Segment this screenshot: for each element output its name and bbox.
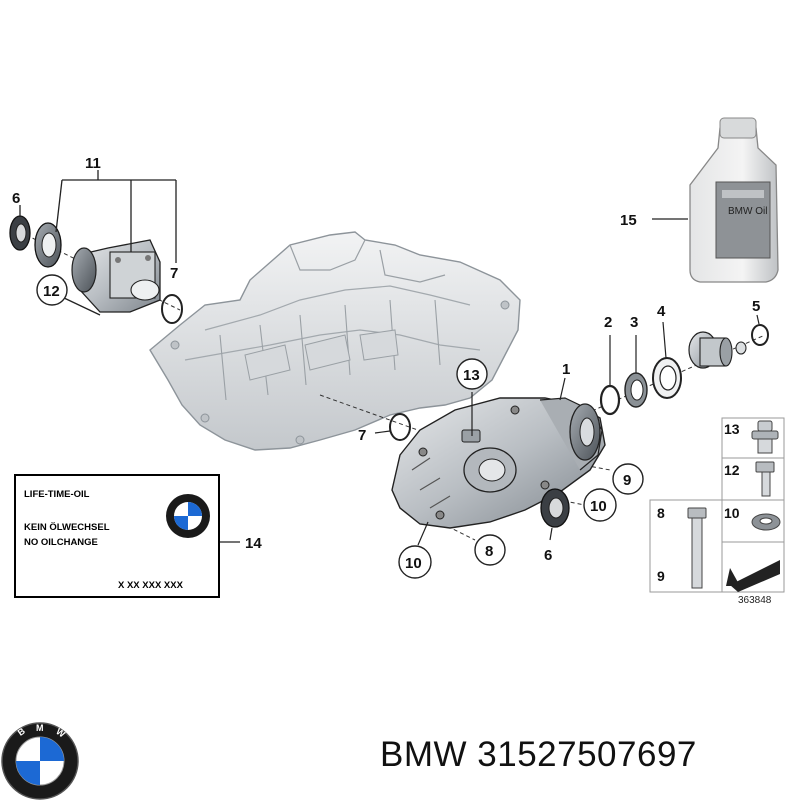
callout-3: 3 [630,314,638,331]
legend-13: 13 [724,421,740,437]
legend-10: 10 [724,505,740,521]
callout-10-bottom-circle: 10 [398,545,432,579]
callout-14: 14 [245,535,262,552]
callout-10-right-circle: 10 [583,488,617,522]
callout-1-leader [559,377,566,401]
oil-bottle-label: BMW Oil [728,206,767,217]
callout-10-right: 10 [590,498,607,515]
legend-12: 12 [724,462,740,478]
flange-part-11 [71,239,161,313]
sticker-line-1: LIFE-TIME-OIL [24,489,90,500]
shaft-seal-6-bottom [540,488,570,541]
ring-3 [624,335,648,408]
reference-arrow-icon [726,560,780,592]
sticker-bmw-logo-icon [166,494,210,538]
callout-7-top: 7 [170,265,178,282]
sticker-line-2: KEIN ÖLWECHSEL [24,522,110,533]
circlip-5 [751,314,769,346]
diagram-code: 363848 [738,595,772,606]
callout-9: 9 [623,472,631,489]
screw-12-icon [755,461,775,497]
callout-1: 1 [562,361,570,378]
callout-13-circle: 13 [456,358,488,390]
oil-bottle-15: BMW Oil [689,117,779,283]
callout-8: 8 [485,543,493,560]
legend-9: 9 [657,568,665,584]
o-ring-7-top [161,294,183,324]
ring-2 [599,335,621,416]
callout-2: 2 [604,314,612,331]
sticker-line-3: NO OILCHANGE [24,537,98,548]
callout-5: 5 [752,298,760,315]
callout-8-circle: 8 [474,534,506,566]
washer-10-icon [751,513,781,531]
bolt-8-icon [687,507,707,589]
bmw-logo-icon: B M W [1,722,79,800]
sticker-line-4: X XX XXX XXX [118,580,183,591]
brand-part-number: BMW 31527507697 [380,735,697,774]
shaft-seal-6-top [9,215,31,251]
output-flange-part [688,331,747,369]
callout-6-bottom: 6 [544,547,552,564]
callout-12: 12 [43,283,60,300]
callout-4: 4 [657,303,666,320]
bearing-part [34,222,62,268]
callout-11-bracket [19,170,177,316]
callout-6-top: 6 [12,190,20,207]
callout-15: 15 [620,212,637,229]
callout-9-circle: 9 [612,463,644,495]
callout-10-bottom: 10 [405,555,422,572]
callout-12-circle: 12 [36,274,68,306]
callout-7-mid: 7 [358,427,366,444]
plug-13-icon [751,420,779,454]
o-ring-7-mid [374,413,411,441]
ring-4 [652,321,682,399]
legend-8: 8 [657,505,665,521]
callout-10-bottom-leader [417,521,429,546]
svg-text:B: B [16,726,27,738]
svg-text:M: M [36,723,44,733]
differential-housing-1 [391,397,606,529]
callout-13: 13 [463,367,480,384]
lifetime-oil-sticker: LIFE-TIME-OIL KEIN ÖLWECHSEL NO OILCHANG… [14,474,220,598]
callout-11: 11 [85,155,101,172]
